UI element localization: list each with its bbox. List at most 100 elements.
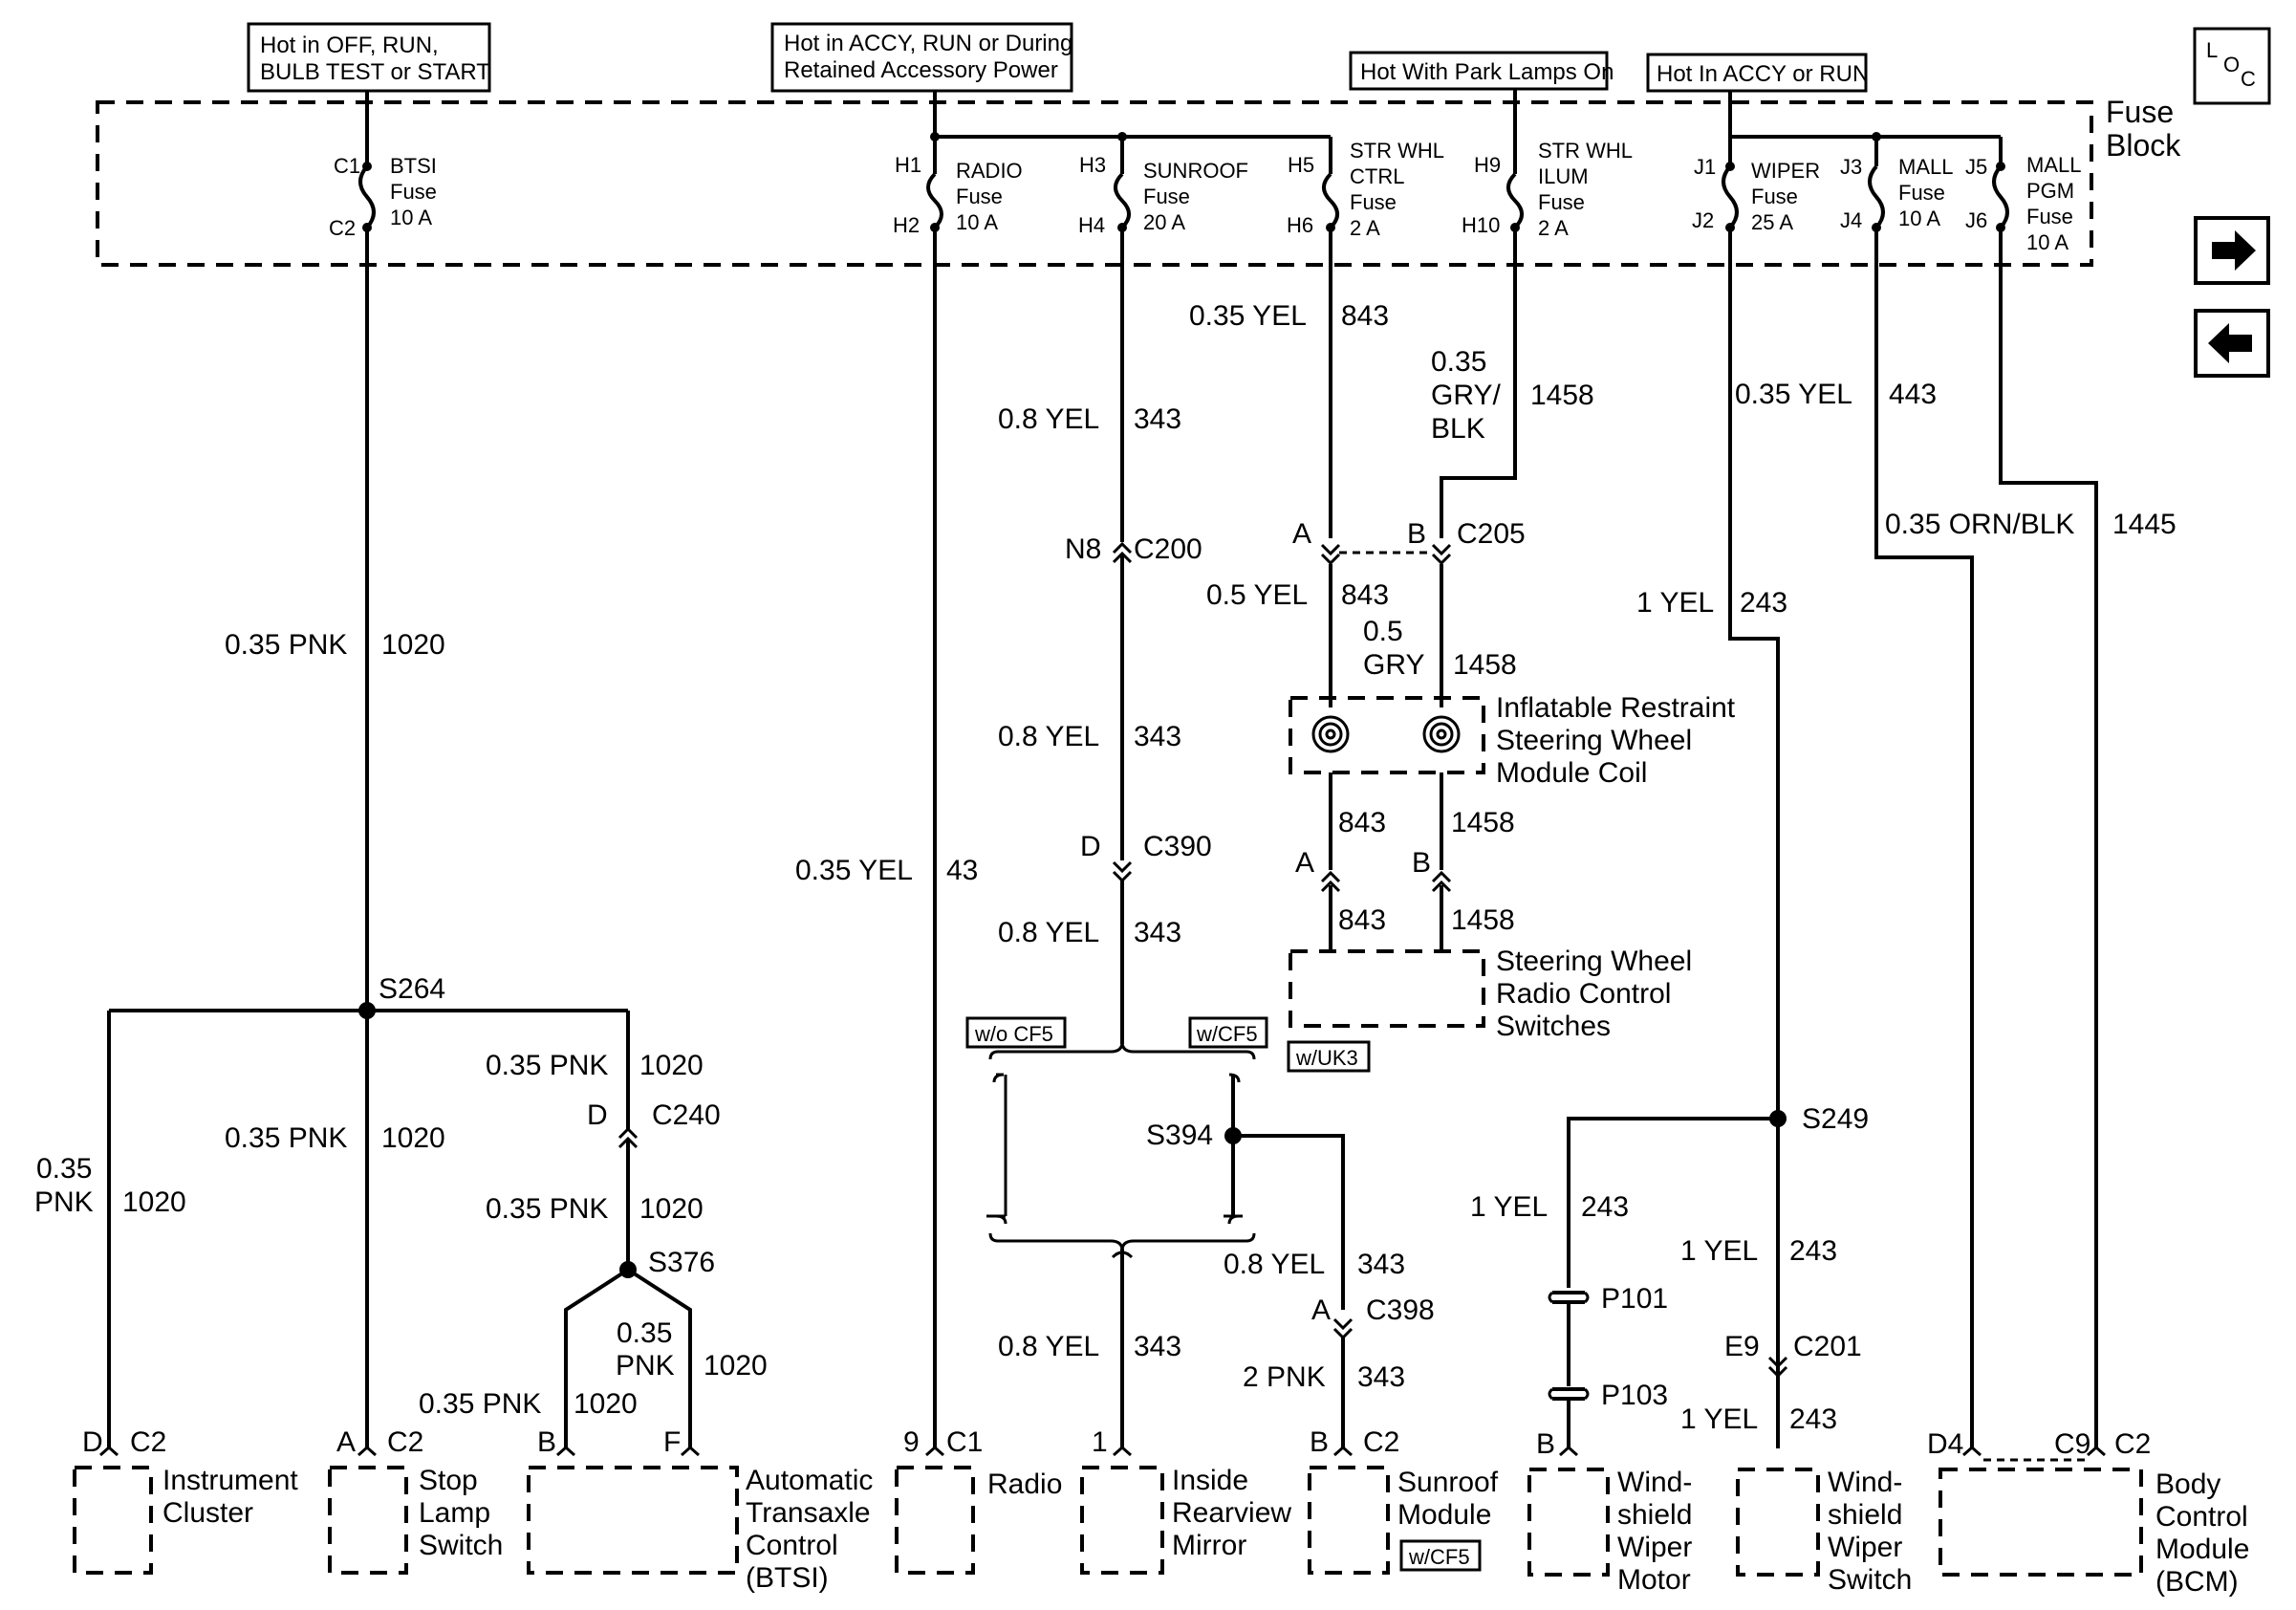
wire-1020-cluster-gauge1: 0.35 bbox=[36, 1153, 92, 1185]
wire-243-d-gauge: 1 YEL bbox=[1680, 1403, 1758, 1435]
component-instrument-cluster[interactable]: D C2 Instrument Cluster bbox=[73, 1426, 298, 1575]
connector-c398-pin: A bbox=[1311, 1295, 1331, 1326]
stop-lamp-pin: A bbox=[336, 1426, 356, 1458]
connector-c205-name: C205 bbox=[1457, 518, 1526, 550]
sunroof-conn: C2 bbox=[1363, 1426, 1399, 1458]
fuse-sunroof-line1: SUNROOF bbox=[1143, 159, 1248, 183]
radio-pin: 9 bbox=[903, 1426, 920, 1458]
fuse-block-title-line1: Fuse bbox=[2106, 95, 2174, 129]
component-transaxle-control[interactable]: B F Automatic Transaxle Control (BTSI) bbox=[527, 1426, 873, 1594]
component-sunroof-module[interactable]: B C2 Sunroof Module w/CF5 bbox=[1308, 1426, 1499, 1575]
fuse-strwhl-ctrl-line4: 2 A bbox=[1350, 216, 1380, 240]
connector-coil-out-b bbox=[1431, 870, 1452, 893]
wire-1445-circuit: 1445 bbox=[2112, 509, 2177, 540]
wire-843-a-circuit: 843 bbox=[1341, 300, 1389, 332]
wire-1020-cluster-gauge2: PNK bbox=[34, 1186, 94, 1218]
wire-1020-f-gauge2: PNK bbox=[616, 1350, 675, 1382]
option-left-bar bbox=[986, 1073, 1007, 1225]
wire-343-e-circuit: 343 bbox=[1134, 1331, 1181, 1362]
fuse-btsi-line1: BTSI bbox=[390, 154, 437, 178]
cluster-conn: C2 bbox=[130, 1426, 166, 1458]
stop-lamp-name1: Stop bbox=[419, 1465, 478, 1496]
sunroof-pin: B bbox=[1310, 1426, 1329, 1458]
fuse-strwhl-ilum-pin-out: H10 bbox=[1462, 213, 1500, 237]
fuse-radio-line3: 10 A bbox=[956, 210, 998, 234]
component-wiper-switch[interactable]: Wind- shield Wiper Switch bbox=[1736, 1467, 1912, 1596]
transaxle-pin-b: B bbox=[537, 1426, 556, 1458]
fuse-mall-pgm-pin-in: J5 bbox=[1965, 155, 1987, 179]
fuse-mall-line1: MALL bbox=[1898, 155, 1953, 179]
transaxle-name3: Control bbox=[746, 1530, 838, 1561]
fuse-wiper: J1 J2 WIPER Fuse 25 A bbox=[1692, 137, 1820, 234]
fuse-strwhl-ilum: H9 H10 STR WHL ILUM Fuse 2 A bbox=[1462, 137, 1633, 240]
component-inside-mirror[interactable]: 1 Inside Rearview Mirror bbox=[1080, 1426, 1291, 1575]
splice-s249-label: S249 bbox=[1802, 1103, 1869, 1135]
wire-1458-a-gauge2: GRY/ bbox=[1431, 380, 1501, 411]
wire-843-a-gauge: 0.35 YEL bbox=[1189, 300, 1307, 332]
inline-p101-label: P101 bbox=[1601, 1283, 1668, 1315]
connector-c398-name: C398 bbox=[1366, 1295, 1435, 1326]
wire-1458-a-gauge3: BLK bbox=[1431, 413, 1485, 445]
airbag-coil-name1: Inflatable Restraint bbox=[1496, 692, 1736, 724]
component-radio[interactable]: 9 C1 Radio bbox=[895, 1426, 1062, 1575]
wiper-switch-name1: Wind- bbox=[1828, 1467, 1902, 1498]
hot-label-park-text: Hot With Park Lamps On bbox=[1360, 59, 1614, 85]
wire-1020-c240-top-circuit: 1020 bbox=[639, 1050, 704, 1081]
hot-label-accy: Hot in ACCY, RUN or During Retained Acce… bbox=[770, 22, 1073, 93]
wire-343-pnk-circuit: 343 bbox=[1357, 1361, 1405, 1393]
fuse-mall-pgm-pin-out: J6 bbox=[1965, 208, 1987, 232]
wire-1020-b bbox=[564, 1268, 630, 1448]
stop-lamp-name2: Lamp bbox=[419, 1497, 490, 1529]
fuse-sunroof-pin-in: H3 bbox=[1079, 153, 1106, 177]
option-w-uk3-tag: w/UK3 bbox=[1287, 1040, 1371, 1073]
option-wo-cf5-tag: w/o CF5 bbox=[965, 1016, 1067, 1049]
stop-lamp-conn: C2 bbox=[387, 1426, 423, 1458]
wire-1458-b-gauge2: GRY bbox=[1363, 649, 1424, 681]
previous-arrow-icon[interactable] bbox=[2194, 309, 2270, 378]
fuse-mall-pin-in: J3 bbox=[1840, 155, 1862, 179]
fuse-btsi-pin-out: C2 bbox=[329, 216, 356, 240]
connector-c201-symbol bbox=[1767, 1356, 1788, 1379]
wire-343-d-circuit: 343 bbox=[1357, 1249, 1405, 1280]
transaxle-name1: Automatic bbox=[746, 1465, 873, 1496]
component-bcm[interactable]: D4 C9 C2 Body Control Module (BCM) bbox=[1927, 1428, 2249, 1598]
component-stop-lamp-switch[interactable]: A C2 Stop Lamp Switch bbox=[328, 1426, 503, 1575]
connector-c205: A B C205 bbox=[1292, 518, 1526, 566]
component-wiper-motor[interactable]: B Wind- shield Wiper Motor bbox=[1527, 1428, 1692, 1596]
fuse-wiper-line2: Fuse bbox=[1751, 185, 1798, 208]
wire-243-main bbox=[1728, 228, 1780, 1448]
fuse-radio-line2: Fuse bbox=[956, 185, 1003, 208]
wire-1020-c240-top-gauge: 0.35 PNK bbox=[486, 1050, 608, 1081]
wire-243-d-circuit: 243 bbox=[1789, 1403, 1837, 1435]
fuse-strwhl-ilum-pin-in: H9 bbox=[1474, 153, 1501, 177]
hot-label-accy-line1: Hot in ACCY, RUN or During bbox=[784, 31, 1072, 56]
fuse-sunroof-pin-out: H4 bbox=[1078, 213, 1105, 237]
wire-243-a-circuit: 243 bbox=[1740, 587, 1787, 619]
next-arrow-icon[interactable] bbox=[2194, 216, 2270, 285]
mirror-name1: Inside bbox=[1172, 1465, 1248, 1496]
wire-1458-a bbox=[1440, 228, 1517, 538]
connector-c200-symbol bbox=[1112, 541, 1133, 564]
wire-343-pnk-gauge: 2 PNK bbox=[1243, 1361, 1326, 1393]
fuse-mall-pgm-line4: 10 A bbox=[2026, 230, 2069, 254]
fuse-radio-pin-out: H2 bbox=[893, 213, 920, 237]
wire-1458-c-circuit: 1458 bbox=[1451, 807, 1515, 838]
wiper-switch-name4: Switch bbox=[1828, 1564, 1912, 1596]
wire-1020-c240-bot-gauge: 0.35 PNK bbox=[486, 1193, 608, 1225]
wiper-switch-name3: Wiper bbox=[1828, 1532, 1902, 1563]
inline-p103: P103 bbox=[1548, 1380, 1668, 1411]
fuse-mall-line3: 10 A bbox=[1898, 207, 1940, 230]
splice-s376-label: S376 bbox=[648, 1247, 715, 1278]
connector-coil-out-pin-a: A bbox=[1295, 847, 1314, 879]
option-w-uk3-label: w/UK3 bbox=[1295, 1046, 1358, 1070]
wire-1020-f-gauge1: 0.35 bbox=[617, 1317, 672, 1349]
connector-c240-name: C240 bbox=[652, 1099, 721, 1131]
hot-label-off-run: Hot in OFF, RUN, BULB TEST or START bbox=[247, 22, 491, 93]
fuse-wiper-pin-in: J1 bbox=[1694, 155, 1716, 179]
loc-icon[interactable]: L O C bbox=[2193, 27, 2271, 105]
cluster-name2: Cluster bbox=[162, 1497, 253, 1529]
wire-343-b-gauge: 0.8 YEL bbox=[998, 721, 1099, 752]
fuse-mall-pin-out: J4 bbox=[1840, 208, 1862, 232]
wiper-motor-name3: Wiper bbox=[1617, 1532, 1692, 1563]
